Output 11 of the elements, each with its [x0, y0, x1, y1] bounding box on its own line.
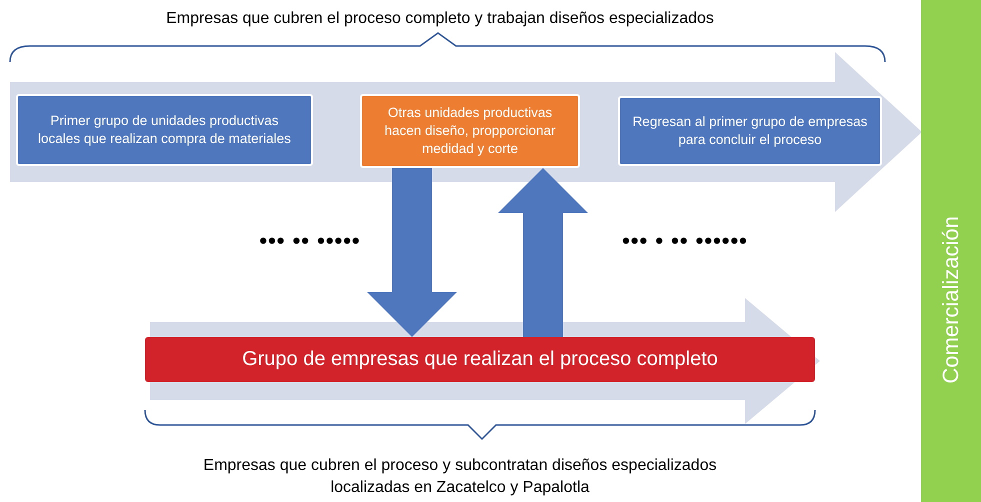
bracket-label: Empresas que cubren el proceso y subcontratan diseños especializados localizadas en Zacatelco y Papalotla — [202, 456, 718, 498]
process-box: Primer grupo de unidades productivas locales que realizan compra de materiales — [16, 94, 313, 166]
block-arrow — [498, 168, 588, 337]
bracket-label: Empresas que cubren el proceso completo y trabajan diseños especializados — [165, 9, 715, 29]
ellipsis-dots: ••• •• ••••• — [258, 227, 362, 255]
block-arrow — [367, 168, 457, 337]
side-label: Comercialización — [937, 216, 964, 384]
ellipsis-dots: ••• • •• •••••• — [621, 227, 749, 255]
group-banner: Grupo de empresas que realizan el proceso completo — [145, 337, 815, 382]
process-box: Regresan al primer grupo de empresas para concluir el proceso — [618, 96, 882, 166]
process-box: Otras unidades productivas hacen diseño, propporcionar medidad y corte — [360, 94, 580, 168]
